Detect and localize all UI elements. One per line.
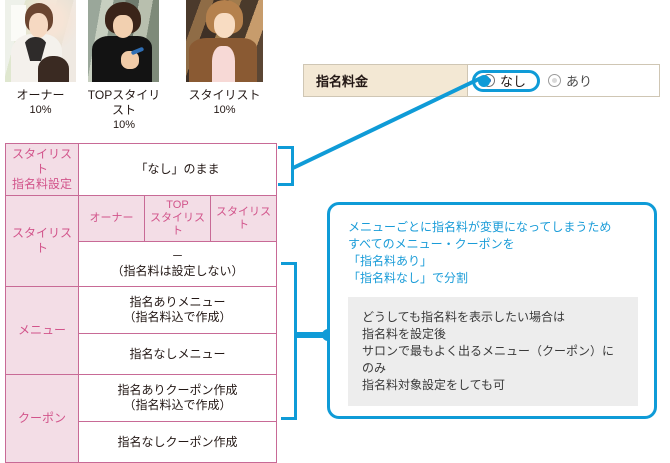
radio-option-nashi-label: なし bbox=[500, 74, 527, 89]
callout-line-4: 「指名料なし」で分割 bbox=[348, 271, 469, 285]
callout-note-line-3: サロンで最もよく出るメニュー（クーポン）にのみ bbox=[362, 344, 615, 375]
subheader-owner: オーナー bbox=[78, 195, 145, 242]
cell-menu-without-fee: 指名なしメニュー bbox=[78, 333, 277, 375]
subheader-top-stylist: TOP スタイリスト bbox=[144, 195, 211, 242]
table-row: メニュー 指名ありメニュー （指名料込で作成） bbox=[5, 286, 277, 375]
cell-stylist-value: － （指名料は設定しない） bbox=[78, 241, 277, 287]
connector-line-to-radio bbox=[292, 76, 482, 170]
stylist-caption-percent: 10% bbox=[213, 104, 236, 116]
cell-stylist-fee-setting-value: 「なし」のまま bbox=[78, 143, 277, 196]
connector-dot-radio bbox=[478, 75, 490, 87]
connector-line-to-callout bbox=[295, 332, 335, 338]
owner-caption-percent: 10% bbox=[29, 104, 52, 116]
stylist-photo bbox=[186, 0, 263, 82]
owner-caption: オーナー 10% bbox=[5, 88, 76, 118]
top-stylist-caption-label: TOPスタイリスト bbox=[87, 88, 161, 117]
cell-menu-with-fee-line1: 指名ありメニュー bbox=[129, 295, 226, 309]
table-row: スタイリスト 指名料設定 「なし」のまま bbox=[5, 143, 277, 196]
top-stylist-photo bbox=[88, 0, 159, 82]
top-stylist-caption-percent: 10% bbox=[112, 119, 136, 131]
callout-box: メニューごとに指名料が変更になってしまうため すべてのメニュー・クーポンを 「指… bbox=[327, 202, 657, 419]
table-row: スタイリスト オーナー TOP スタイリスト スタイリスト bbox=[5, 195, 277, 287]
callout-note-line-1: どうしても指名料を表示したい場合は bbox=[362, 310, 566, 324]
row-header-line2: 指名料設定 bbox=[11, 177, 72, 191]
cell-coupon-without-fee: 指名なしクーポン作成 bbox=[78, 421, 277, 463]
row-header-coupon: クーポン bbox=[5, 374, 79, 463]
cell-menu-with-fee: 指名ありメニュー （指名料込で作成） bbox=[78, 286, 277, 334]
row-header-menu: メニュー bbox=[5, 286, 79, 375]
cell-coupon-with-fee: 指名ありクーポン作成 （指名料込で作成） bbox=[78, 374, 277, 422]
row-header-line1: スタイリスト bbox=[11, 147, 72, 176]
top-stylist-caption: TOPスタイリスト 10% bbox=[83, 88, 165, 133]
callout-note-line-4: 指名料対象設定をしても可 bbox=[362, 378, 506, 392]
stylist-caption-label: スタイリスト bbox=[188, 88, 261, 102]
callout-line-1: メニューごとに指名料が変更になってしまうため bbox=[348, 220, 612, 234]
cell-menu-with-fee-line2: （指名料込で作成） bbox=[123, 310, 232, 324]
radio-option-ari[interactable]: あり bbox=[548, 71, 592, 90]
owner-caption-label: オーナー bbox=[16, 88, 65, 102]
bracket-bottom-connector bbox=[281, 262, 297, 420]
owner-photo bbox=[5, 0, 76, 82]
callout-note-line-2: 指名料を設定後 bbox=[362, 327, 447, 341]
row-header-stylist: スタイリスト bbox=[5, 195, 79, 287]
callout-note-box: どうしても指名料を表示したい場合は 指名料を設定後 サロンで最もよく出るメニュー… bbox=[348, 297, 638, 406]
row-header-stylist-fee-setting: スタイリスト 指名料設定 bbox=[5, 143, 79, 196]
cell-stylist-value-line2: （指名料は設定しない） bbox=[111, 264, 244, 278]
callout-line-3: 「指名料あり」 bbox=[348, 254, 433, 268]
subheader-stylist: スタイリスト bbox=[210, 195, 277, 242]
subheader-top-stylist-line1: TOP bbox=[166, 199, 189, 211]
cell-stylist-value-line1: － bbox=[171, 249, 184, 263]
settings-flow-table: スタイリスト 指名料設定 「なし」のまま スタイリスト オーナー TOP スタイ… bbox=[5, 143, 277, 463]
callout-line-2: すべてのメニュー・クーポンを bbox=[348, 237, 515, 251]
radio-option-ari-label: あり bbox=[566, 74, 593, 89]
radio-unselected-icon[interactable] bbox=[548, 74, 562, 87]
cell-coupon-with-fee-line2: （指名料込で作成） bbox=[123, 398, 232, 412]
stylist-caption: スタイリスト 10% bbox=[184, 88, 265, 118]
table-row: 指名なしメニュー bbox=[6, 333, 277, 375]
bracket-top-connector bbox=[278, 146, 294, 186]
table-row: クーポン 指名ありクーポン作成 （指名料込で作成） bbox=[5, 374, 277, 463]
callout-main-text: メニューごとに指名料が変更になってしまうため すべてのメニュー・クーポンを 「指… bbox=[348, 219, 611, 287]
designation-fee-label: 指名料金 bbox=[304, 65, 468, 96]
cell-coupon-with-fee-line1: 指名ありクーポン作成 bbox=[117, 383, 238, 397]
subheader-top-stylist-line2: スタイリスト bbox=[150, 212, 205, 237]
